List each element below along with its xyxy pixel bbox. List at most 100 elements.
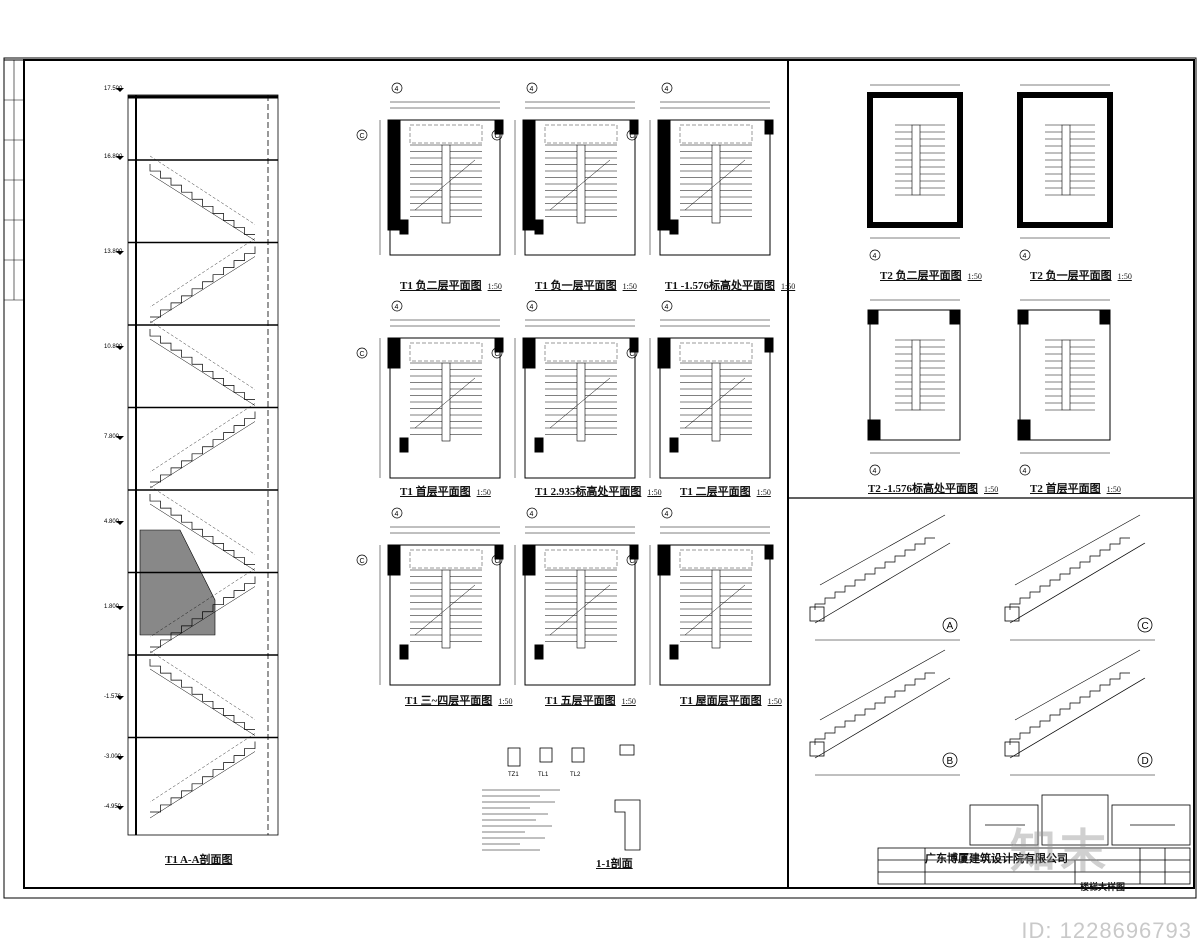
- stair-well: [711, 362, 721, 442]
- landing-beam: [809, 606, 825, 622]
- axis-bubble-4: 4: [661, 82, 673, 94]
- stair-detail: C: [1004, 514, 1155, 641]
- axis-label: 4: [530, 86, 534, 93]
- landing: [544, 124, 618, 144]
- section-a-a: [127, 94, 279, 836]
- stair-plan-t1: 4C: [356, 300, 504, 479]
- direction-arrow: [684, 159, 746, 211]
- wall-column: [669, 437, 679, 453]
- stair-plan-t2: 4: [1017, 299, 1111, 476]
- wall-column: [534, 437, 544, 453]
- detail-label: B: [942, 752, 958, 768]
- plan-outline: [389, 119, 501, 256]
- stair-well: [1061, 124, 1071, 196]
- elevation-marker: [116, 156, 124, 160]
- axis-label: C: [630, 558, 635, 565]
- axis-bubble-c: C: [626, 554, 638, 566]
- wall-column: [669, 219, 679, 235]
- stair-well: [441, 144, 451, 224]
- axis-label: C: [495, 558, 500, 565]
- elevation-label: 16.800: [104, 154, 123, 160]
- elevation-label: -1.576: [104, 694, 122, 700]
- wall-column: [1017, 309, 1029, 325]
- elevation-label: 13.800: [104, 249, 123, 255]
- plan-outline: [867, 92, 963, 228]
- axis-label: 4: [1023, 468, 1027, 475]
- axis-label: C: [495, 133, 500, 140]
- company-name: 广东博厦建筑设计院有限公司: [925, 853, 1068, 865]
- wall-column: [764, 119, 774, 135]
- handrail: [149, 650, 256, 720]
- axis-label: C: [630, 351, 635, 358]
- axis-label: 4: [395, 304, 399, 311]
- section-caption: T1 A-A剖面图: [165, 854, 233, 866]
- handrail: [149, 485, 256, 555]
- axis-bubble-c: C: [356, 554, 368, 566]
- stair-plan-t1: 4C: [356, 82, 504, 256]
- plan-outline: [659, 337, 771, 479]
- landing-beam: [1004, 741, 1020, 757]
- elevation-label: 7.800: [104, 434, 120, 440]
- stair-flight: [150, 741, 256, 813]
- stair-plan-t1: 4C: [491, 300, 639, 479]
- direction-arrow: [414, 159, 476, 211]
- wall-column: [534, 644, 544, 660]
- detail-label-text: B: [947, 756, 954, 767]
- detail-label: D: [1137, 752, 1153, 768]
- stair-soffit: [149, 751, 256, 819]
- axis-bubble-4: 4: [526, 300, 538, 312]
- axis-circle: [1019, 249, 1031, 261]
- elevation-label: 4.800: [104, 519, 120, 525]
- stair-detail: D: [1004, 649, 1155, 776]
- plan-outline: [1017, 92, 1113, 228]
- stair-soffit: [149, 173, 256, 241]
- axis-bubble-c: C: [356, 129, 368, 141]
- wall-column: [657, 544, 671, 576]
- landing: [679, 549, 753, 569]
- stair-flight: [149, 659, 255, 730]
- plan-outline: [524, 119, 636, 256]
- wall-column: [764, 544, 774, 560]
- detail-label-text: A: [947, 621, 954, 632]
- landing: [409, 549, 483, 569]
- stair-flight: [150, 411, 256, 483]
- axis-label: C: [360, 351, 365, 358]
- axis-label: 4: [530, 511, 534, 518]
- wall-column: [387, 119, 401, 231]
- axis-circle: [661, 507, 673, 519]
- watermark-id: ID: 1228696793: [1021, 918, 1192, 943]
- stair-plan-t1: 4C: [491, 82, 639, 256]
- elevation-label: 17.500: [104, 86, 123, 92]
- stair-well: [711, 144, 721, 224]
- detail-label: A: [942, 617, 958, 633]
- stair-plan-t1: 4C: [491, 507, 639, 686]
- axis-label: 4: [530, 304, 534, 311]
- axis-bubble-c: C: [491, 347, 503, 359]
- wall-column: [534, 219, 544, 235]
- plan-outline: [524, 337, 636, 479]
- stair-flight: [149, 494, 255, 565]
- wall-column: [1099, 309, 1111, 325]
- axis-label: C: [360, 558, 365, 565]
- handrail: [149, 238, 256, 308]
- plan-outline: [389, 337, 501, 479]
- axis-label: C: [360, 133, 365, 140]
- stair-steps: [814, 537, 935, 610]
- stair-plan-t2: 4: [867, 84, 963, 261]
- stair-well: [911, 124, 921, 196]
- stair-well: [711, 569, 721, 649]
- detail-label: C: [1137, 617, 1153, 633]
- direction-arrow: [414, 377, 476, 429]
- wall-column: [764, 337, 774, 353]
- plan-outline: [524, 544, 636, 686]
- axis-circle: [869, 249, 881, 261]
- axis-circle: [626, 347, 638, 359]
- stair-steps: [1009, 672, 1130, 745]
- plan-outline: [1019, 309, 1111, 441]
- elevation-label: 1.800: [104, 604, 120, 610]
- elevation-marker: [116, 606, 124, 610]
- handrail: [1014, 649, 1141, 721]
